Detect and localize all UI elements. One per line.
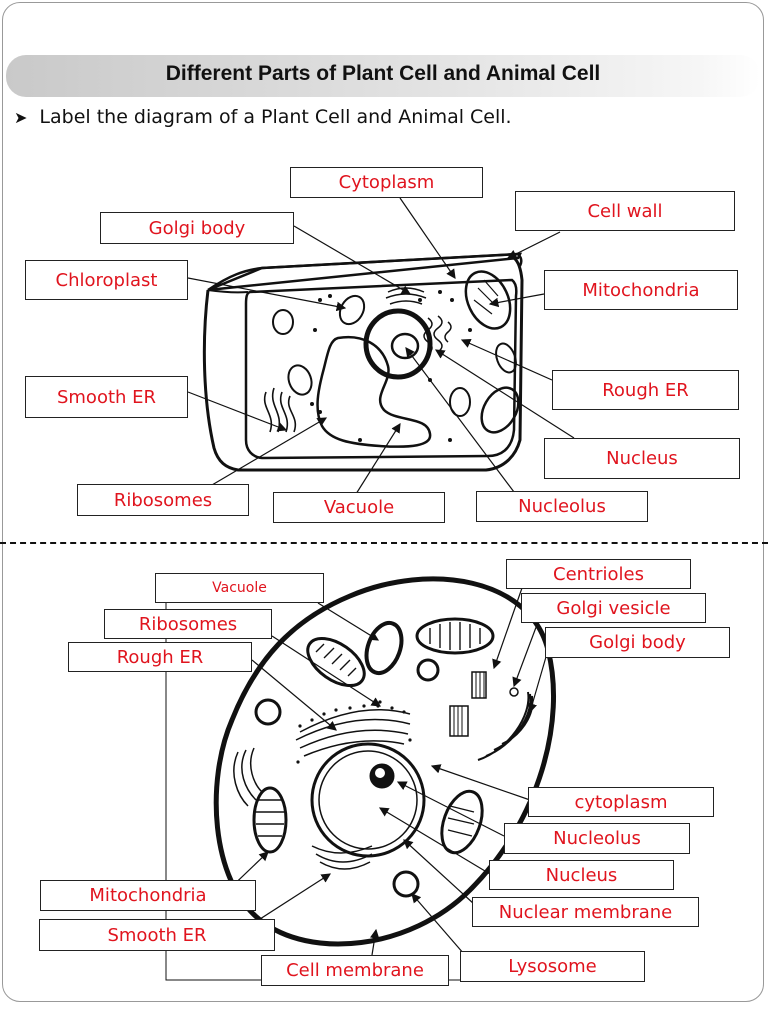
plant-cell-side-edge [207,289,249,294]
plant-cell-membrane [244,278,518,460]
animal-label-smooth-er: Smooth ER [39,919,275,951]
leader-line [378,807,491,875]
animal-label-centrioles: Centrioles [506,559,691,589]
leader-line [271,635,382,707]
animal-centriole [471,671,487,699]
leader-line [512,621,539,688]
leader-line [430,764,531,801]
leader-line [411,893,465,955]
animal-leader-lines [221,587,549,956]
leader-line [355,422,401,495]
animal-mitochondrion [306,636,366,688]
animal-mitochondrion [440,789,484,855]
plant-label-chloroplast: Chloroplast [25,260,188,300]
animal-golgi-body [477,691,534,761]
animal-rough-er [295,709,411,757]
animal-label-vacuole: Vacuole [155,573,324,603]
plant-chloroplast [495,342,517,374]
animal-nucleus [310,742,426,858]
animal-label-cell-membrane: Cell membrane [261,955,449,986]
animal-centriole-lines [475,672,485,698]
plant-label-ribosomes: Ribosomes [77,484,249,516]
animal-nucleolus-highlight [375,768,385,778]
animal-mitochondrion-cristae [429,622,481,650]
plant-cell-wall-outer [202,256,524,472]
animal-mitochondrion-cristae [447,805,475,837]
leader-line [293,225,412,295]
plant-chloroplast [272,309,294,335]
animal-centriole [449,705,469,737]
plant-chloroplast [338,294,366,326]
instruction: ➤ Label the diagram of a Plant Cell and A… [14,106,512,128]
plant-nucleolus [390,332,420,360]
animal-label-nuclear-membrane: Nuclear membrane [472,897,699,927]
plant-label-nucleus: Nucleus [544,438,740,479]
plant-label-mitochondria: Mitochondria [544,270,738,310]
plant-leader-lines [187,197,575,495]
animal-vacuole [364,620,404,676]
animal-label-lysosome: Lysosome [460,951,645,982]
leader-line [187,391,288,432]
plant-mitochondrion-cristae [473,279,499,315]
leader-line [488,293,545,308]
page-frame [2,2,764,1002]
animal-label-golgi-vesicle: Golgi vesicle [521,593,706,623]
animal-label-golgi-body: Golgi body [545,627,730,658]
leader-line [506,231,561,259]
leader-line [403,839,475,905]
plant-chloroplast [449,387,471,417]
animal-label-cytoplasm: cytoplasm [528,787,714,817]
animal-label-rough-er: Rough ER [68,642,252,672]
animal-smooth-er [311,845,373,870]
animal-golgi-vesicle [509,687,519,697]
leader-line [211,417,328,486]
plant-label-cell-wall: Cell wall [515,191,735,231]
plant-vacuole [316,335,432,448]
title-bar: Different Parts of Plant Cell and Animal… [6,55,760,97]
leader-line [405,347,515,493]
plant-cell-drawing [202,252,524,472]
page-title: Different Parts of Plant Cell and Animal… [165,62,601,85]
plant-label-smooth-er: Smooth ER [25,376,188,418]
animal-centriole-lines [453,706,463,736]
animal-vesicle [416,658,440,682]
plant-label-rough-er: Rough ER [552,370,739,410]
leader-line [460,339,553,381]
plant-label-golgi-body: Golgi body [100,212,294,244]
bullet-arrow-icon: ➤ [14,108,28,127]
animal-label-nucleolus: Nucleolus [504,823,690,854]
leader-line [369,928,380,956]
leader-line [492,587,523,670]
leader-line [527,649,549,714]
animal-mitochondrion [415,617,495,655]
leader-line [251,659,337,731]
animal-mitochondrion-cristae [256,799,284,837]
leader-line [399,197,456,279]
animal-label-mitochondria: Mitochondria [40,880,256,911]
animal-lysosome [392,870,420,898]
section-divider [0,542,768,544]
animal-label-ribosomes: Ribosomes [104,609,272,639]
plant-cell-top-edge [207,252,523,292]
leader-line [434,349,575,439]
instruction-text: Label the diagram of a Plant Cell and An… [39,106,512,128]
plant-label-nucleolus: Nucleolus [476,491,648,522]
leader-line [317,602,380,641]
plant-cell-top-face [207,252,523,292]
plant-label-vacuole: Vacuole [273,492,445,523]
animal-label-nucleus: Nucleus [489,860,674,890]
plant-smooth-er [263,387,297,433]
plant-label-cytoplasm: Cytoplasm [290,167,483,198]
animal-vesicle [254,698,282,726]
animal-mitochondrion [252,786,288,854]
plant-mitochondrion [464,270,512,330]
animal-nuclear-membrane-inner [318,750,418,850]
animal-mitochondrion-cristae [315,643,357,677]
plant-chloroplast [287,364,313,396]
animal-smooth-er-left [233,747,263,807]
leader-line [187,277,347,312]
leader-line [396,781,505,837]
plant-rough-er [423,315,452,355]
plant-mitochondrion [480,386,520,434]
